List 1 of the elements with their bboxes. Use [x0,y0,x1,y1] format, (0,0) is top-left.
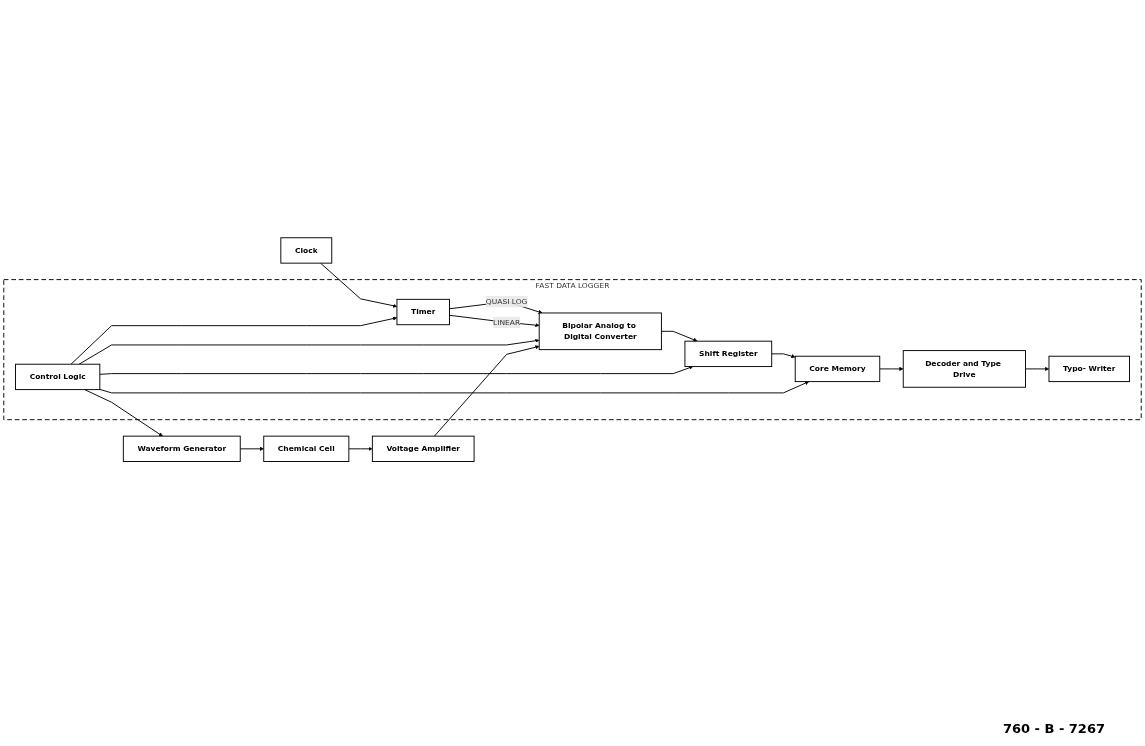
drawing-number: 760 - B - 7267 [1002,721,1105,736]
